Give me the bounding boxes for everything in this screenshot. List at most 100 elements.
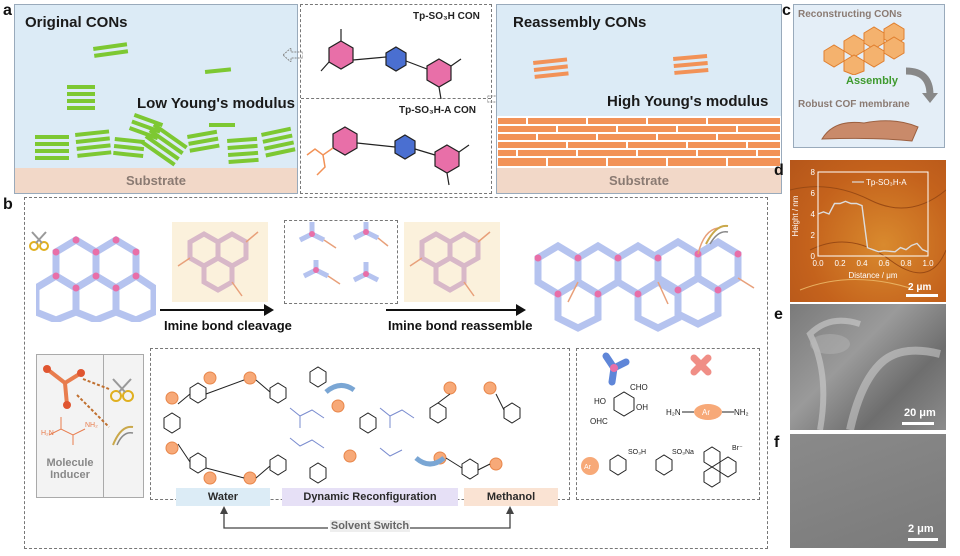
y-tick-label: 4 bbox=[811, 210, 816, 219]
nanosheet-stack bbox=[75, 129, 112, 158]
scale-bar bbox=[902, 422, 934, 425]
substrate-layer bbox=[497, 168, 781, 193]
imine-bond-cleavage-label: Imine bond cleavage bbox=[164, 318, 292, 333]
x-axis-label: Distance / μm bbox=[848, 271, 897, 280]
nanosheet-stack bbox=[533, 57, 569, 79]
x-tick-label: 0.2 bbox=[834, 259, 846, 268]
so3h-label: SO₃H bbox=[628, 449, 646, 456]
water-chip: Water bbox=[176, 488, 270, 506]
y-axis-label: Height / nm bbox=[791, 195, 800, 236]
ar-linker-ellipse bbox=[694, 404, 722, 420]
hook-icon bbox=[705, 224, 729, 245]
y-tick-label: 0 bbox=[811, 252, 816, 261]
high-modulus-label: High Young's modulus bbox=[607, 93, 769, 110]
panel-label-f: f bbox=[774, 434, 780, 451]
amine-chain bbox=[316, 154, 326, 176]
tp-node-icon bbox=[602, 352, 630, 386]
panel-a-left-box: Substrate Original CONs Low Young's modu… bbox=[14, 4, 298, 194]
nanosheet-stack bbox=[187, 129, 220, 153]
panel-c-box: Reconstructing CONs Assembly Robust COF … bbox=[793, 4, 945, 148]
original-cons-title: Original CONs bbox=[25, 14, 128, 31]
fragments-structure bbox=[298, 222, 389, 285]
height-profile-series bbox=[817, 200, 929, 253]
assembly-label: Assembly bbox=[846, 75, 898, 87]
y-tick-label: 2 bbox=[811, 231, 816, 240]
cof-framework-left bbox=[36, 235, 156, 322]
fragments-box bbox=[284, 220, 398, 304]
low-modulus-label: Low Young's modulus bbox=[137, 95, 296, 112]
nh2-label: NH₂ bbox=[734, 408, 749, 417]
solvent-switch-bracket bbox=[220, 506, 514, 529]
cleavage-intermediate-structure bbox=[177, 231, 259, 297]
nanosheet-stack bbox=[35, 135, 69, 160]
sem-image-e: 20 μm bbox=[790, 304, 946, 430]
nanosheet-stack bbox=[261, 126, 296, 158]
y-tick-label: 8 bbox=[811, 168, 816, 177]
cycle-arrow-icon bbox=[414, 456, 446, 467]
substrate-label: Substrate bbox=[609, 173, 669, 188]
nanosheet bbox=[209, 123, 235, 127]
molecule-divider bbox=[301, 98, 491, 99]
x-tick-label: 1.0 bbox=[922, 259, 934, 268]
legend-label: Tp-SO₃H-A bbox=[866, 178, 907, 187]
scissors-icon bbox=[29, 231, 49, 251]
nanosheet-stack bbox=[673, 54, 709, 75]
pink-ring bbox=[426, 58, 452, 88]
afm-texture bbox=[790, 186, 946, 291]
cof-framework-right bbox=[534, 227, 755, 332]
green-nanosheets bbox=[35, 42, 296, 167]
tp-so3h-a-con-label: Tp-SO₃H-A CON bbox=[399, 105, 477, 116]
hexagon-sheet bbox=[823, 22, 905, 75]
panel-label-e: e bbox=[774, 306, 783, 323]
substrate-layer bbox=[15, 168, 297, 193]
arrow-reassemble bbox=[386, 304, 526, 316]
scale-bar bbox=[906, 294, 938, 297]
nanosheet-stack bbox=[113, 137, 145, 159]
reconstructing-cons-label: Reconstructing CONs bbox=[798, 9, 902, 20]
curved-arrow-icon bbox=[905, 67, 938, 103]
scale-bar bbox=[908, 538, 938, 541]
afm-image bbox=[790, 160, 946, 302]
blue-ring bbox=[394, 134, 416, 160]
br-label: Br⁻ bbox=[732, 445, 743, 452]
panel-a-molecule-box: Tp-SO₃H CON Tp-SO₃H-A CON bbox=[300, 4, 492, 194]
membrane-shape bbox=[821, 120, 919, 142]
so3na-label: SO₃Na bbox=[672, 449, 694, 456]
imine-bond-reassemble-label: Imine bond reassemble bbox=[388, 318, 533, 333]
cycle-arrow-icon bbox=[324, 383, 356, 394]
panel-label-a: a bbox=[3, 2, 12, 19]
h2n-label: H₂N bbox=[666, 408, 681, 417]
sem-overlay: 2 μm bbox=[908, 523, 938, 541]
robust-membrane-label: Robust COF membrane bbox=[798, 99, 910, 110]
tp-so3h-con-label: Tp-SO₃H CON bbox=[413, 11, 480, 22]
pink-ring bbox=[328, 40, 354, 70]
substrate-label: Substrate bbox=[126, 173, 186, 188]
pink-ring bbox=[434, 144, 460, 174]
arrow-left bbox=[283, 48, 303, 62]
scale-label: 2 μm bbox=[908, 523, 934, 535]
reassembly-cons-title: Reassembly CONs bbox=[513, 14, 647, 31]
h2n-label: H₂N bbox=[41, 430, 54, 437]
x-tick-label: 0.0 bbox=[812, 259, 824, 268]
dynamic-reconfiguration-chip: Dynamic Reconfiguration bbox=[282, 488, 458, 506]
panel-label-b: b bbox=[3, 196, 13, 213]
nanosheet-stack bbox=[227, 136, 259, 164]
x-tick-label: 0.8 bbox=[900, 259, 912, 268]
blue-ring bbox=[385, 46, 407, 72]
x-tick-label: 0.6 bbox=[878, 259, 890, 268]
hook-icon bbox=[112, 425, 134, 446]
nanosheet bbox=[204, 67, 232, 75]
inducer-molecule: H₂N NH₂ bbox=[41, 365, 110, 445]
reconfiguration-chemistry bbox=[163, 366, 521, 485]
nanosheet-stack bbox=[67, 85, 95, 110]
solvent-switch-label: Solvent Switch bbox=[330, 520, 410, 532]
methanol-chip: Methanol bbox=[464, 488, 558, 506]
amine-chain bbox=[306, 147, 334, 156]
ho-label: HO bbox=[594, 397, 606, 406]
molecule-inducer-label: Molecule Inducer bbox=[46, 457, 94, 481]
ar-label: Ar bbox=[584, 464, 592, 471]
inducer-divider bbox=[103, 355, 104, 497]
